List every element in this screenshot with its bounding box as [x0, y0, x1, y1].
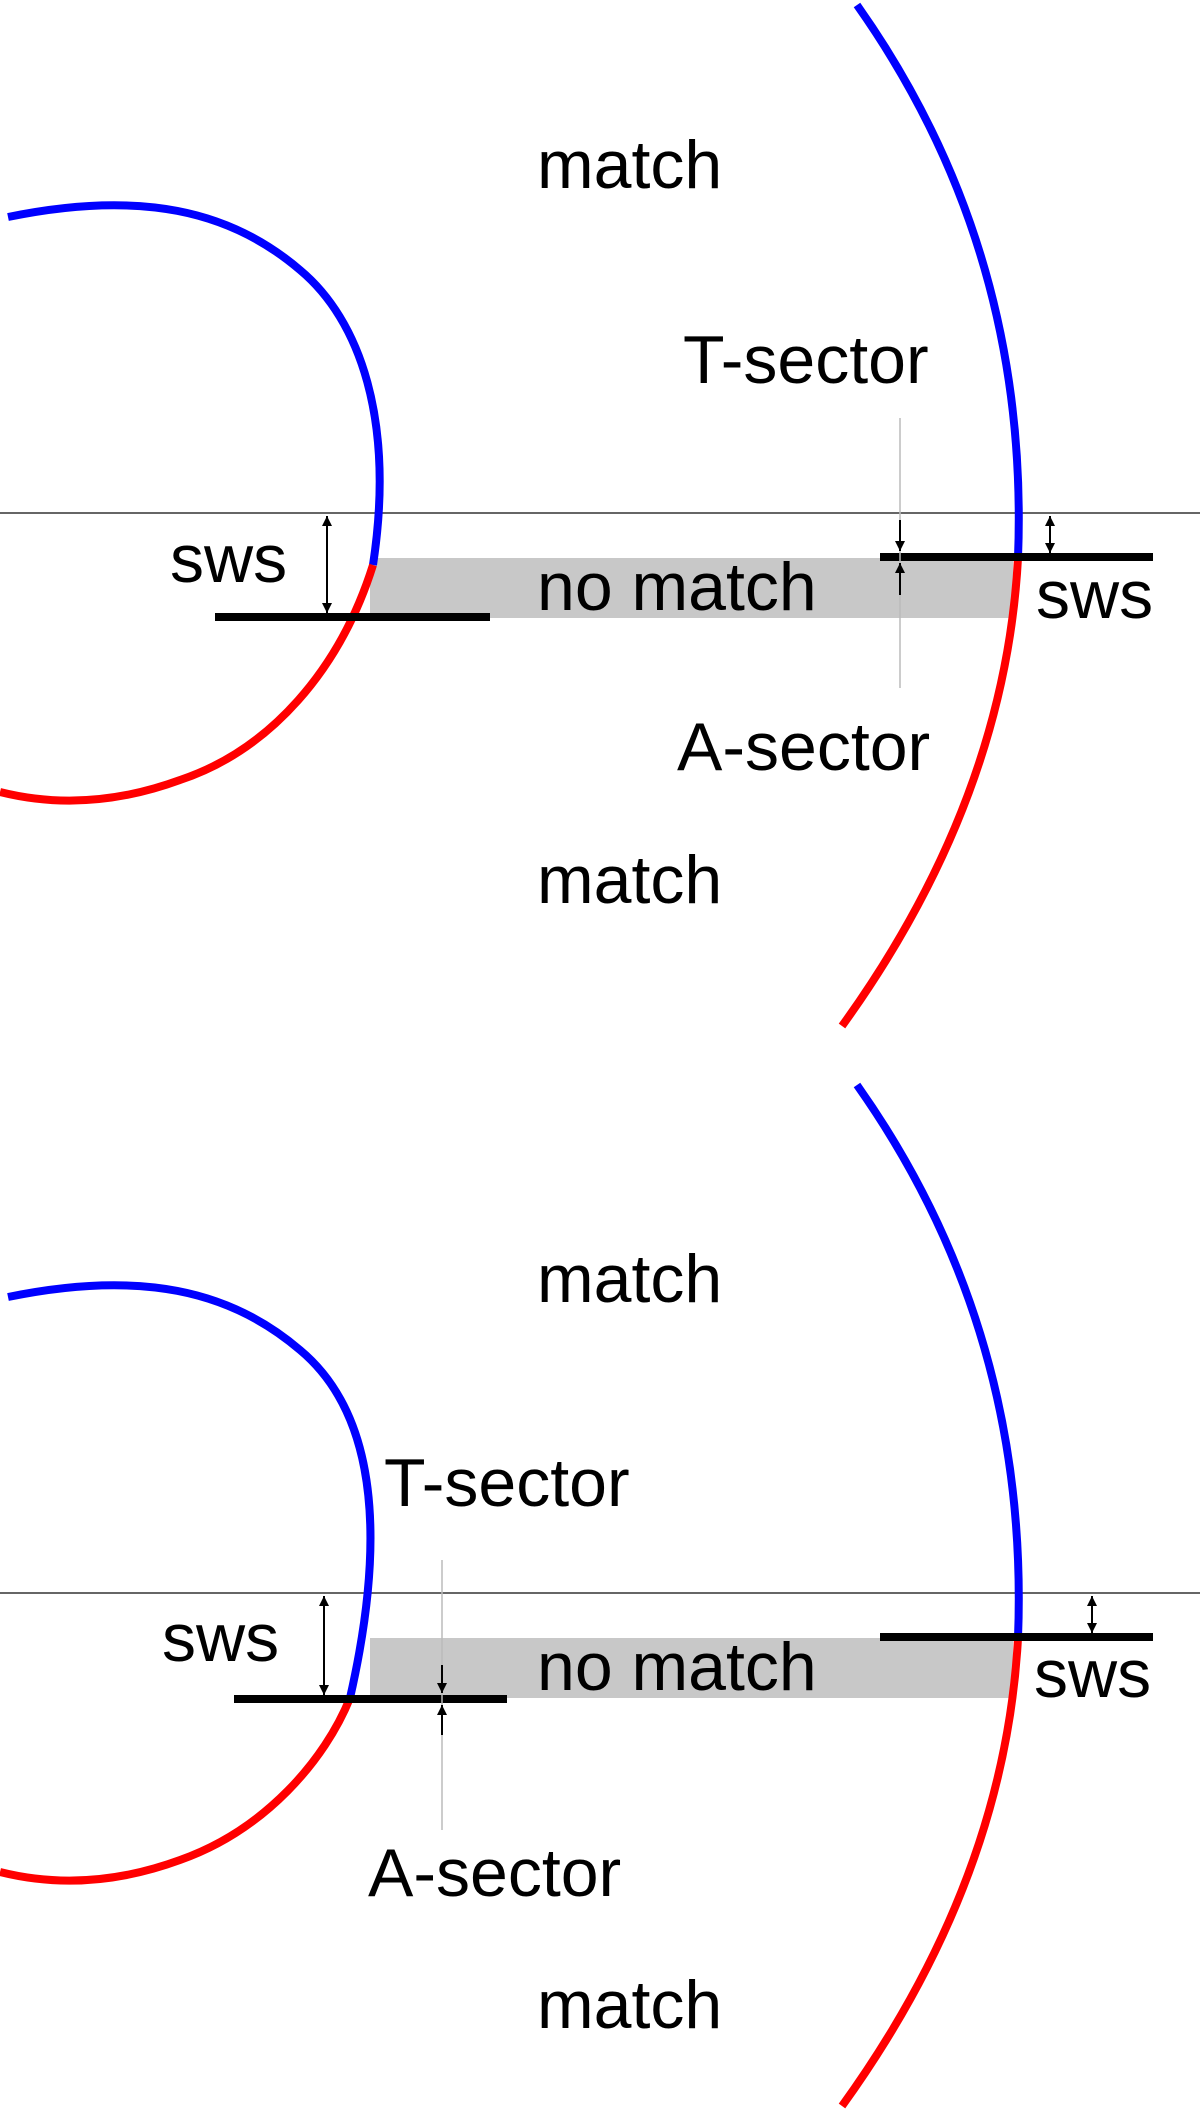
t-sector-label: T-sector [384, 1445, 630, 1521]
no-match-label: no match [537, 549, 817, 625]
right-arc-lower [838, 1637, 1022, 2109]
a-sector-label: A-sector [368, 1835, 621, 1911]
panel-2: match T-sector sws no match sws A-sector… [0, 1082, 1200, 2109]
a-sector-label: A-sector [677, 709, 930, 785]
left-circle-upper-arc [7, 1281, 375, 1699]
no-match-label: no match [537, 1629, 817, 1705]
match-top-label: match [537, 1241, 722, 1317]
panel-1: match T-sector sws no match sws A-sector… [0, 2, 1200, 1029]
left-circle-upper-arc [7, 201, 384, 566]
match-top-label: match [537, 127, 722, 203]
t-sector-label: T-sector [683, 322, 929, 398]
right-arc-lower [838, 557, 1022, 1029]
match-bottom-label: match [537, 1967, 722, 2043]
sws-right-label: sws [1034, 1636, 1151, 1712]
sws-left-label: sws [170, 521, 287, 597]
right-arc-upper [853, 2, 1023, 559]
no-match-band [370, 1638, 1013, 1698]
left-circle-lower-arc [0, 563, 377, 805]
left-circle-lower-arc [0, 1696, 354, 1885]
right-arc-upper [853, 1082, 1023, 1639]
match-bottom-label: match [537, 842, 722, 918]
no-match-band [370, 558, 1013, 618]
sws-right-label: sws [1036, 557, 1153, 633]
sws-left-label: sws [162, 1600, 279, 1676]
